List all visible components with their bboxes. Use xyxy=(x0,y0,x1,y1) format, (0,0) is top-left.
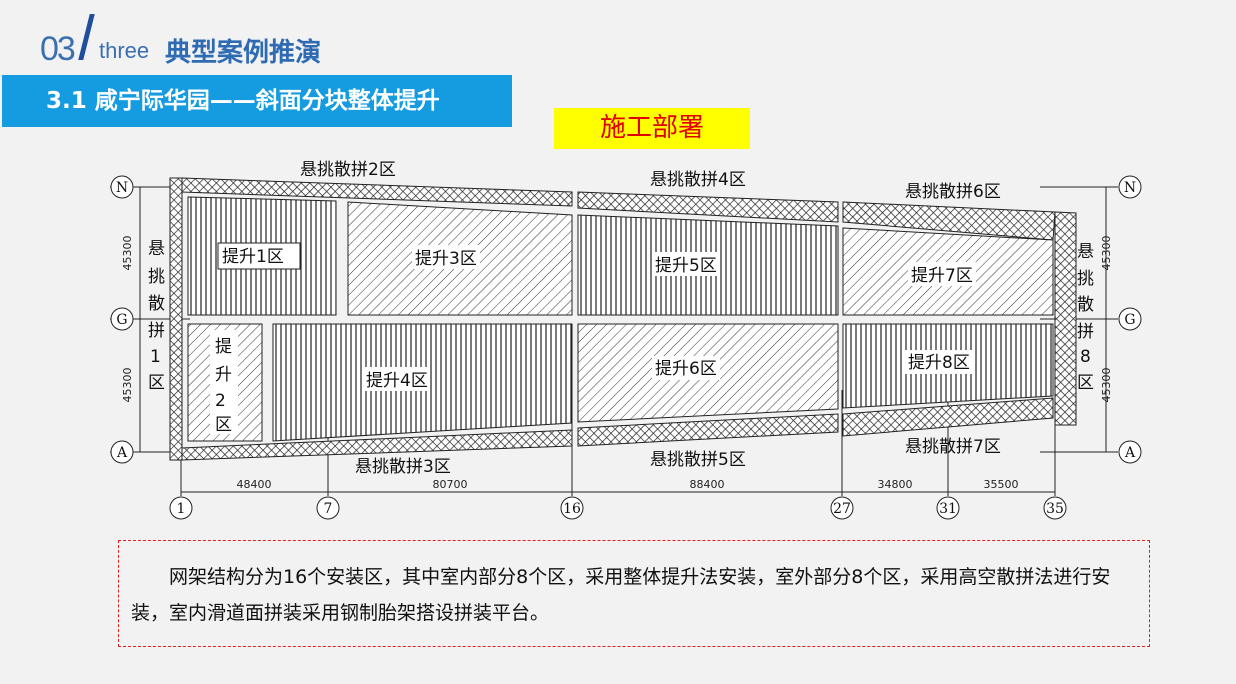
axis-bubble-g: G xyxy=(116,312,127,328)
cantilever-7-label: 悬挑散拼7区 xyxy=(905,437,1001,457)
lift-zone-2-label: 区 xyxy=(215,415,232,435)
cantilever-1-label: 悬 xyxy=(148,239,165,259)
axis-bubble-7: 7 xyxy=(324,501,333,517)
cantilever-8-label: 8 xyxy=(1080,347,1091,367)
dimension-label: 80700 xyxy=(433,478,468,491)
lift-zone-2-label: 提 xyxy=(215,337,232,357)
axis-bubble-g: G xyxy=(1124,312,1135,328)
dimension-label: 45300 xyxy=(121,236,134,271)
lift-zone-6-label: 提升6区 xyxy=(655,359,717,379)
cantilever-8-label: 悬 xyxy=(1077,242,1094,262)
axis-bubble-35: 35 xyxy=(1046,501,1064,517)
cantilever-zone-3 xyxy=(181,429,573,461)
dimension-label: 45300 xyxy=(1100,368,1113,403)
cantilever-zone-7 xyxy=(842,397,1054,437)
dimension-label: 88400 xyxy=(690,478,725,491)
cantilever-8-label: 挑 xyxy=(1077,269,1094,289)
cantilever-2-label: 悬挑散拼2区 xyxy=(300,160,396,180)
cantilever-1-label: 1 xyxy=(150,347,161,367)
cantilever-6-label: 悬挑散拼6区 xyxy=(905,182,1001,202)
cantilever-1-label: 拼 xyxy=(148,321,165,341)
cantilever-zone-2 xyxy=(181,177,573,207)
cantilever-zone-8 xyxy=(1054,211,1077,426)
axis-bubble-a: A xyxy=(116,445,128,461)
cantilever-1-label: 区 xyxy=(148,373,165,393)
lift-zone-8-label: 提升8区 xyxy=(908,353,970,373)
lift-zone-4-label: 提升4区 xyxy=(366,371,428,391)
axis-bubble-n: N xyxy=(116,180,128,196)
cantilever-5-label: 悬挑散拼5区 xyxy=(650,450,746,470)
lift-zone-2-label: 2 xyxy=(215,391,226,411)
axis-bubble-n: N xyxy=(1124,180,1136,196)
badge-construction-deployment: 施工部署 xyxy=(554,108,750,149)
cantilever-zone-5 xyxy=(577,413,839,447)
axis-bubble-16: 16 xyxy=(563,501,581,517)
section-title: 典型案例推演 xyxy=(165,38,322,68)
cantilever-8-label: 散 xyxy=(1077,295,1094,315)
dimension-label: 35500 xyxy=(984,478,1019,491)
lift-zone-2-label: 升 xyxy=(215,365,232,385)
dimension-label: 45300 xyxy=(121,368,134,403)
cantilever-4-label: 悬挑散拼4区 xyxy=(650,170,746,190)
lift-zone-5-label: 提升5区 xyxy=(655,256,717,276)
section-number-word: three xyxy=(99,38,150,63)
dimension-label: 48400 xyxy=(237,478,272,491)
cantilever-zone-1 xyxy=(169,177,183,461)
cantilever-1-label: 挑 xyxy=(148,267,165,287)
lift-zone-7-label: 提升7区 xyxy=(911,266,973,286)
lift-zone-3-label: 提升3区 xyxy=(415,249,477,269)
lift-zone-1-label: 提升1区 xyxy=(222,247,284,267)
subtitle-bar: 3.1 咸宁际华园——斜面分块整体提升 xyxy=(2,75,512,127)
axis-bubble-1: 1 xyxy=(177,501,186,517)
dimension-label: 34800 xyxy=(878,478,913,491)
axis-bubble-31: 31 xyxy=(939,501,957,517)
cantilever-zone-4 xyxy=(577,191,839,223)
cantilever-3-label: 悬挑散拼3区 xyxy=(355,457,451,477)
dimension-label: 45300 xyxy=(1100,236,1113,271)
section-number: 03 xyxy=(40,30,76,68)
axis-bubble-27: 27 xyxy=(833,501,851,517)
cantilever-1-label: 散 xyxy=(148,294,165,314)
description-box: 网架结构分为16个安装区，其中室内部分8个区，采用整体提升法安装，室外部分8个区… xyxy=(118,540,1150,647)
cantilever-8-label: 区 xyxy=(1077,373,1094,393)
cantilever-8-label: 拼 xyxy=(1077,322,1094,342)
axis-bubble-a: A xyxy=(1124,445,1136,461)
